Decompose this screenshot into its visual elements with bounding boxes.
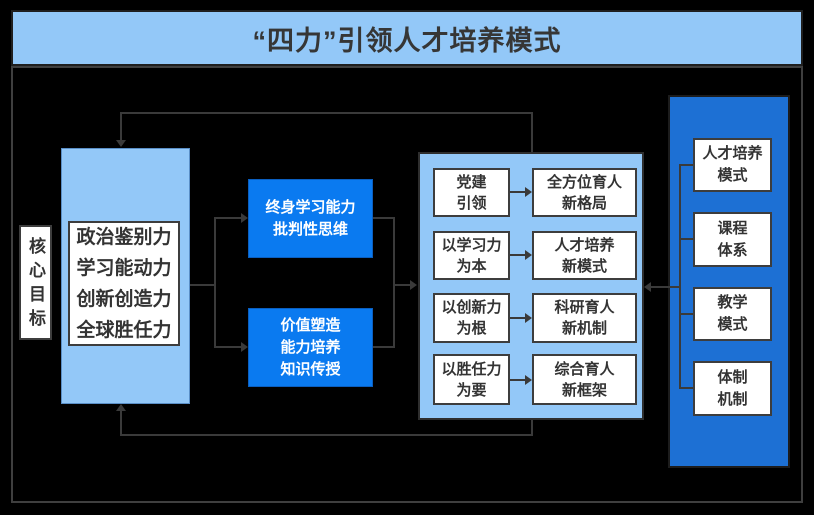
- top-feedback-right-vertical-line: [531, 112, 533, 152]
- into-container-head-icon: [410, 280, 417, 290]
- arrow-row2-line: [510, 254, 526, 256]
- arrow-row3-head-icon: [525, 313, 532, 323]
- top-feedback-horizontal-line: [120, 112, 533, 114]
- title-banner: “四力”引领人才培养模式: [11, 10, 803, 66]
- bracket-stub2-line: [679, 238, 693, 240]
- process-source-2: 以学习力 为本: [433, 231, 510, 280]
- process-source-3: 以创新力 为根: [433, 293, 510, 343]
- arrow-row1-head-icon: [525, 187, 532, 197]
- bracket-stub1-line: [679, 164, 693, 166]
- into-topbox-head-icon: [241, 213, 248, 223]
- into-container-line: [393, 284, 411, 286]
- bracket-stub3-line: [679, 313, 693, 315]
- bottom-feedback-left-vertical-line: [120, 411, 122, 436]
- into-bottombox-line: [214, 346, 242, 348]
- arrow-row1-line: [510, 191, 526, 193]
- outcome-institution: 体制 机制: [693, 361, 772, 416]
- into-topbox-line: [214, 217, 242, 219]
- outcome-curriculum: 课程 体系: [693, 212, 772, 267]
- page-title: “四力”引领人才培养模式: [252, 25, 562, 56]
- core-abilities-box: 政治鉴别力 学习能动力 创新创造力 全球胜任力: [68, 221, 180, 346]
- arrow-row4-head-icon: [525, 375, 532, 385]
- top-feedback-head-icon: [116, 140, 126, 147]
- core-goal-label: 核心目标: [19, 225, 52, 340]
- top-feedback-left-vertical-line: [120, 112, 122, 141]
- outcome-talent-model: 人才培养 模式: [693, 138, 772, 192]
- bracket-stub4-line: [679, 387, 693, 389]
- bracket-vertical-line: [679, 164, 681, 389]
- process-result-3: 科研育人 新机制: [532, 293, 637, 343]
- process-result-4: 综合育人 新框架: [532, 354, 637, 405]
- node-value-shaping: 价值塑造 能力培养 知识传授: [248, 308, 373, 387]
- bottom-feedback-right-vertical-line: [531, 420, 533, 436]
- outcome-teaching-model: 教学 模式: [693, 287, 772, 341]
- process-result-1: 全方位育人 新格局: [532, 168, 637, 217]
- split-stem-line: [190, 284, 216, 286]
- panel-to-container-line: [650, 286, 680, 288]
- bottombox-out-line: [373, 346, 395, 348]
- node-lifelong-learning: 终身学习能力 批判性思维: [248, 179, 373, 258]
- process-source-1: 党建 引领: [433, 168, 510, 217]
- process-result-2: 人才培养 新模式: [532, 231, 637, 280]
- bottom-feedback-head-icon: [116, 404, 126, 411]
- arrow-row3-line: [510, 317, 526, 319]
- topbox-out-line: [373, 217, 395, 219]
- arrow-row4-line: [510, 379, 526, 381]
- arrow-row2-head-icon: [525, 250, 532, 260]
- merge-vertical-line: [393, 217, 395, 348]
- bottom-feedback-horizontal-line: [120, 434, 533, 436]
- process-source-4: 以胜任力 为要: [433, 354, 510, 405]
- into-bottombox-head-icon: [241, 342, 248, 352]
- split-vertical-line: [214, 217, 216, 348]
- panel-to-container-head-icon: [644, 282, 651, 292]
